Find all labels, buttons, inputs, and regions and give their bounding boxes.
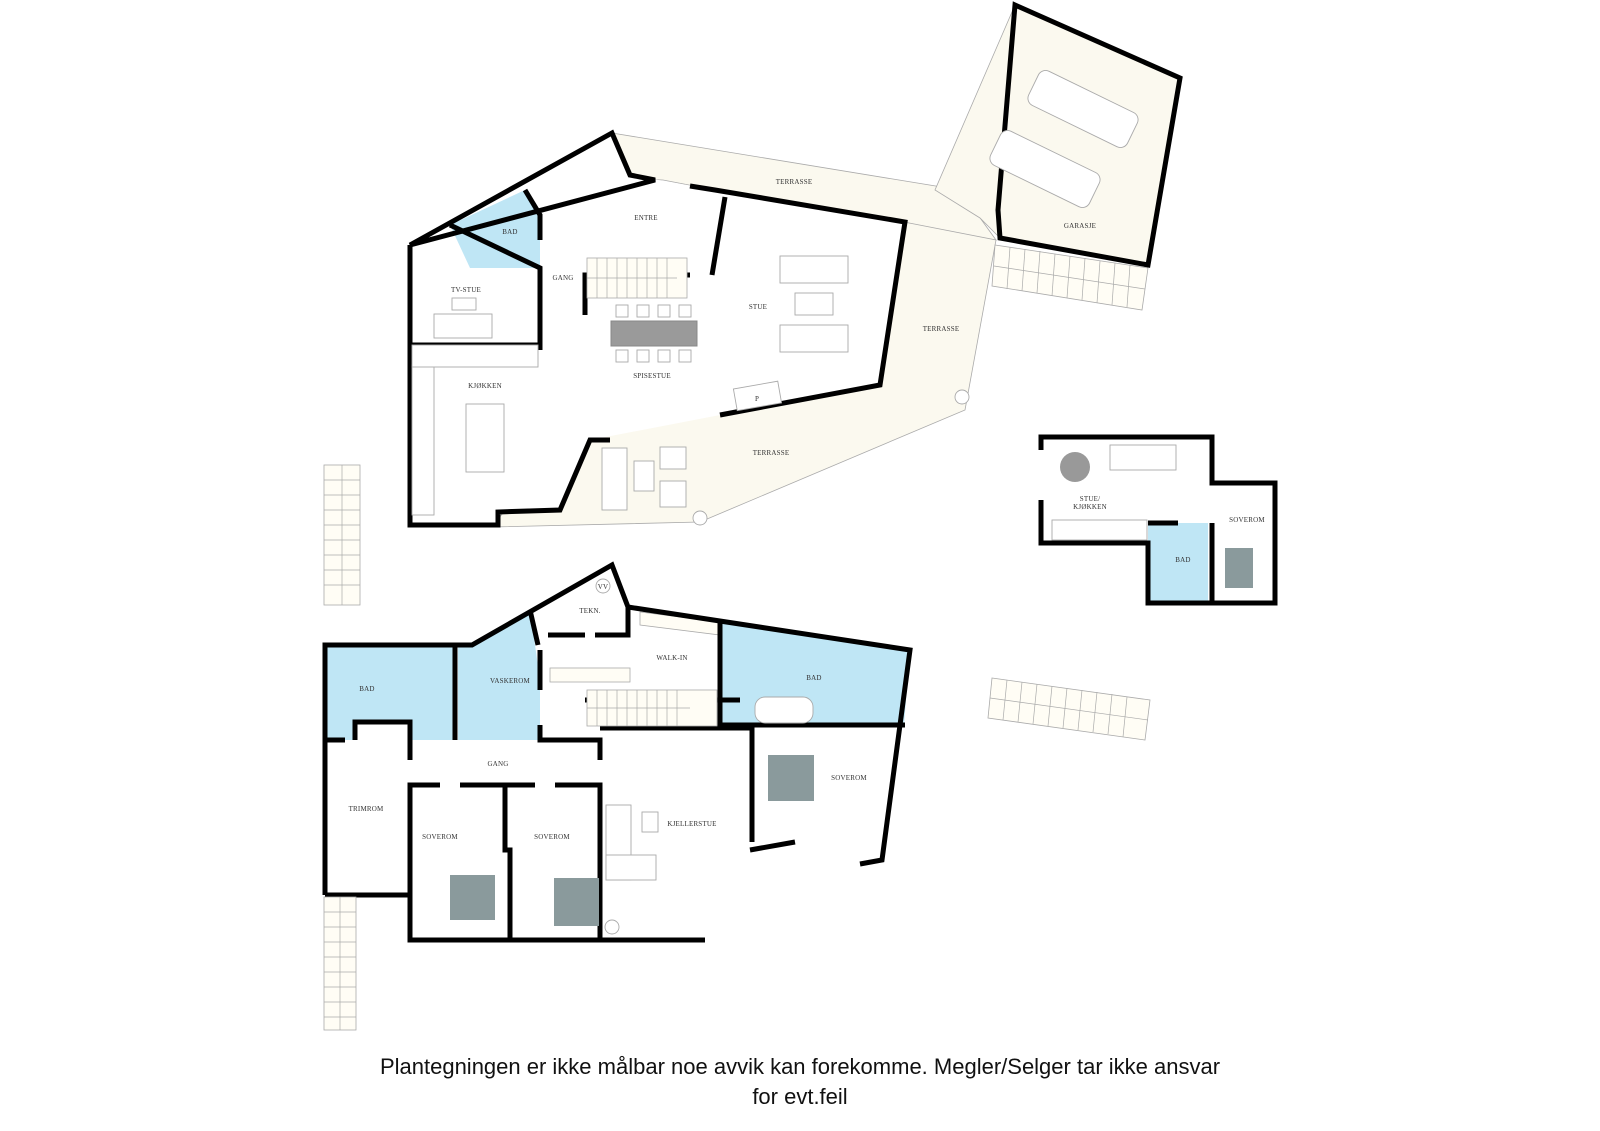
svg-text:STUE: STUE	[749, 303, 767, 311]
svg-text:STUE/: STUE/	[1080, 495, 1100, 503]
disclaimer-line-1: Plantegningen er ikke målbar noe avvik k…	[379, 1054, 1221, 1079]
outdoor-chair	[659, 446, 687, 470]
svg-text:GANG: GANG	[487, 760, 508, 768]
svg-text:BAD: BAD	[1175, 556, 1190, 564]
bad-basement-left	[325, 645, 455, 740]
sofa	[433, 313, 493, 339]
plant-icon	[954, 389, 970, 405]
bed	[768, 755, 814, 801]
car-icon	[989, 70, 1139, 208]
garage-wall	[995, 1, 1183, 268]
round-table	[1060, 452, 1090, 482]
svg-text:SPISESTUE: SPISESTUE	[633, 372, 671, 380]
bed	[450, 875, 495, 920]
piano	[732, 380, 783, 412]
basement-floor: BAD VASKEROM TEKN. VV WALK-IN BAD GANG T…	[322, 561, 913, 943]
coffee-table	[641, 811, 659, 833]
svg-text:VV: VV	[598, 583, 609, 591]
kitchen-island	[465, 403, 505, 473]
bathtub	[754, 696, 814, 724]
bed	[1225, 548, 1253, 588]
outdoor-chair	[659, 480, 687, 508]
bad-annex	[1148, 523, 1208, 603]
sofa	[779, 324, 849, 353]
plant-icon	[604, 919, 620, 935]
svg-text:SOVEROM: SOVEROM	[831, 774, 867, 782]
plant-icon	[692, 510, 708, 526]
svg-text:BAD: BAD	[502, 228, 517, 236]
svg-text:TV-STUE: TV-STUE	[451, 286, 481, 294]
svg-text:TEKN.: TEKN.	[579, 607, 600, 615]
svg-text:BAD: BAD	[806, 674, 821, 682]
svg-text:KJØKKEN: KJØKKEN	[468, 382, 502, 390]
svg-text:KJELLERSTUE: KJELLERSTUE	[667, 820, 716, 828]
tv	[451, 297, 477, 311]
sofa	[1109, 444, 1177, 471]
svg-text:ENTRE: ENTRE	[634, 214, 658, 222]
svg-text:GARASJE: GARASJE	[1064, 222, 1096, 230]
outdoor-sofa	[601, 447, 628, 511]
walk-in-shelf	[549, 667, 631, 683]
coffee-table	[794, 292, 834, 316]
svg-text:TERRASSE: TERRASSE	[776, 178, 813, 186]
svg-text:SOVEROM: SOVEROM	[1229, 516, 1265, 524]
svg-text:GANG: GANG	[552, 274, 573, 282]
annex-wall	[1038, 434, 1278, 606]
svg-text:VASKEROM: VASKEROM	[490, 677, 531, 685]
svg-text:TRIMROM: TRIMROM	[349, 805, 384, 813]
svg-text:SOVEROM: SOVEROM	[534, 833, 570, 841]
outdoor-table	[633, 460, 655, 492]
svg-text:TERRASSE: TERRASSE	[753, 449, 790, 457]
kitchen-counter	[411, 344, 539, 368]
svg-text:WALK-IN: WALK-IN	[656, 654, 687, 662]
sofa	[605, 854, 657, 881]
bad-main	[450, 190, 540, 268]
dining-table	[610, 320, 698, 347]
annex: STUE/ KJØKKEN BAD SOVEROM	[1038, 434, 1278, 606]
svg-text:SOVEROM: SOVEROM	[422, 833, 458, 841]
main-floor: P BAD ENTRE GANG TV-STUE STUE SPISESTUE …	[407, 1, 1183, 528]
svg-text:KJØKKEN: KJØKKEN	[1073, 503, 1107, 511]
kitchen-counter	[411, 364, 435, 516]
svg-text:TERRASSE: TERRASSE	[923, 325, 960, 333]
kitchen-counter	[1051, 519, 1148, 541]
disclaimer-line-2: for evt.feil	[752, 1084, 848, 1109]
outdoor-stairs-right	[987, 677, 1151, 741]
main-outer-wall	[408, 129, 656, 248]
outdoor-stairs-bottom	[323, 896, 357, 1031]
outdoor-stairs-left	[323, 464, 361, 606]
basement-outer-wall	[322, 561, 913, 895]
svg-text:BAD: BAD	[359, 685, 374, 693]
sofa	[779, 255, 849, 284]
dining-chairs	[615, 304, 692, 363]
vv-heater	[595, 578, 611, 594]
svg-text:P: P	[755, 395, 759, 403]
bed	[554, 878, 599, 926]
